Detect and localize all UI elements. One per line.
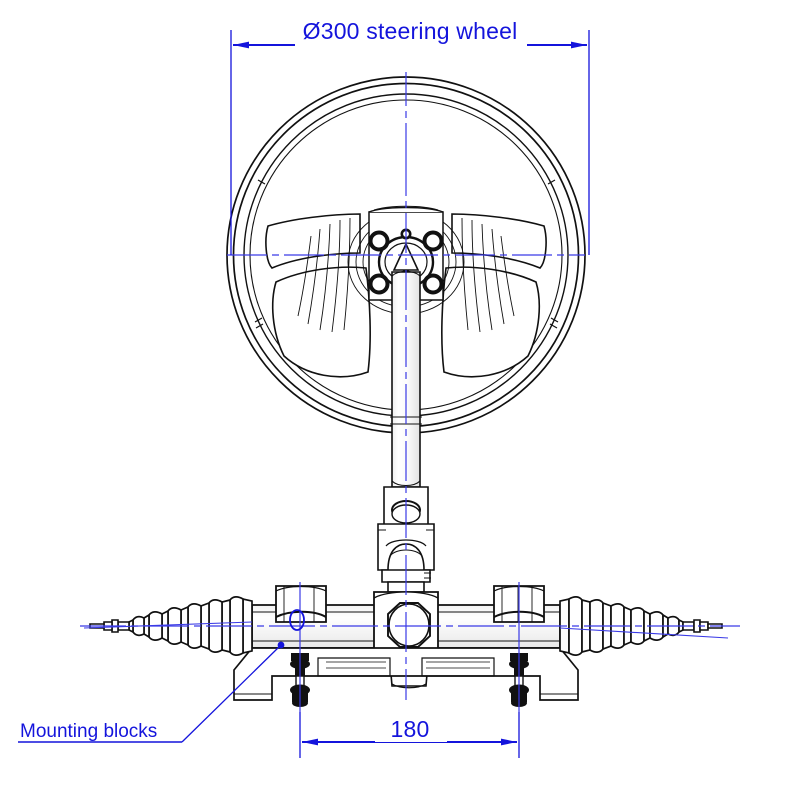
centerlines — [80, 72, 740, 712]
mounting-block-left — [275, 585, 327, 623]
dimension-label-spacing: 180 — [391, 716, 430, 742]
dimension-mounting-spacing: 180 — [299, 712, 520, 758]
rod-axis-guides — [83, 621, 729, 639]
leader-target-ellipse — [289, 609, 305, 631]
dimension-text-mask-bottom — [375, 716, 447, 742]
dimension-text-mask — [295, 18, 527, 46]
dimension-label-wheel: Ø300 steering wheel — [303, 18, 518, 44]
dimension-wheel-diameter: Ø300 steering wheel — [230, 18, 590, 255]
leader-line — [181, 644, 282, 743]
tie-rod-right — [682, 619, 723, 633]
annotation-label: Mounting blocks — [20, 721, 157, 742]
annotation-mounting-blocks: Mounting blocks — [18, 644, 282, 743]
